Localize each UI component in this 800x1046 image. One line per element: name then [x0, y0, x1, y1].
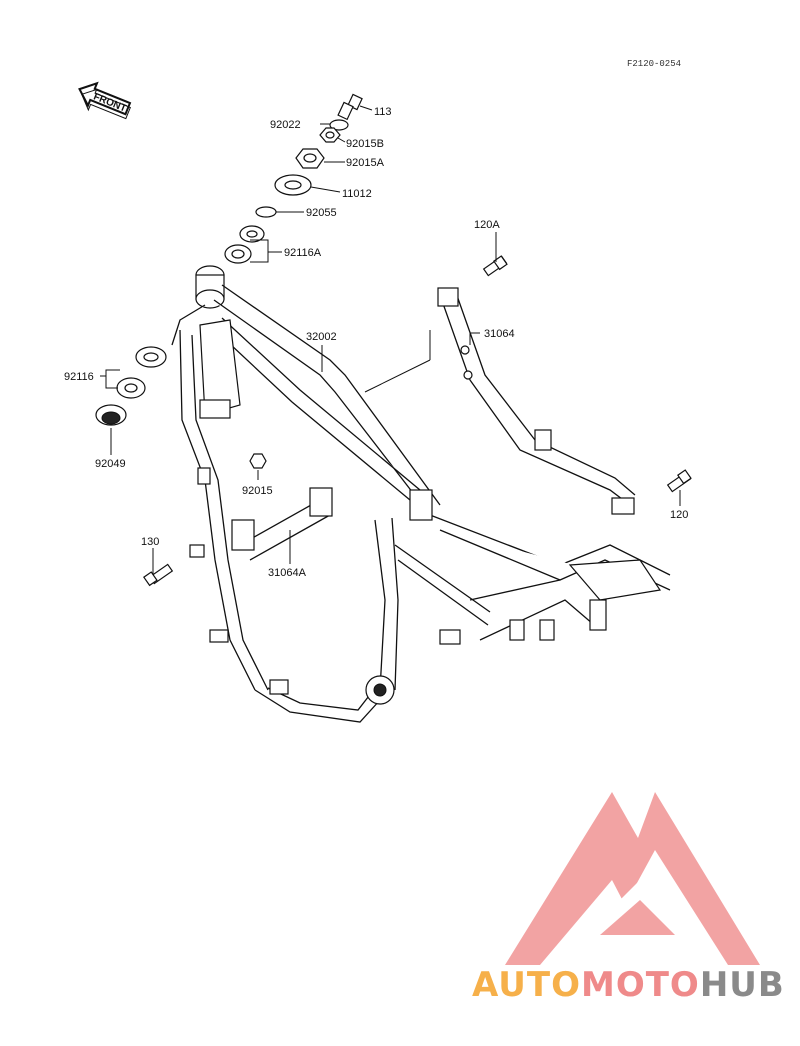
label-92015: 92015 — [242, 485, 273, 497]
bolt-130 — [143, 563, 174, 587]
label-130: 130 — [141, 536, 159, 548]
label-92055: 92055 — [306, 207, 337, 219]
nut-92015 — [249, 453, 267, 469]
frame-32002 — [171, 265, 671, 723]
nut-92015A — [295, 148, 325, 169]
leader-lines — [100, 105, 681, 575]
washer-11012 — [274, 174, 312, 196]
crossmember-31064A — [231, 487, 333, 561]
label-11012: 11012 — [342, 188, 372, 200]
label-113: 113 — [374, 106, 392, 118]
bolt-120A — [482, 255, 508, 277]
nut-92015B — [319, 127, 341, 143]
automotohub-logo-icon — [505, 792, 760, 965]
watermark-text: AUTOMOTOHUB — [472, 965, 785, 1005]
label-31064: 31064 — [484, 328, 515, 340]
washer-92022 — [329, 119, 349, 131]
bolt-113 — [337, 93, 363, 121]
seal-92049 — [95, 404, 127, 426]
bearing-92116 — [116, 346, 167, 399]
rail-31064 — [437, 287, 636, 515]
label-120A: 120A — [474, 219, 500, 231]
label-31064A: 31064A — [268, 567, 307, 579]
ring-92055 — [255, 206, 277, 218]
label-92116A: 92116A — [284, 247, 322, 259]
label-92015A: 92015A — [346, 157, 385, 169]
label-92116: 92116 — [64, 371, 94, 383]
front-arrow-icon: FRONT — [78, 81, 132, 120]
watermark-part-auto: AUTO — [472, 965, 581, 1005]
label-92049: 92049 — [95, 458, 126, 470]
diagram-ref-code: F2120-0254 — [627, 59, 681, 69]
watermark-part-hub: HUB — [700, 965, 785, 1005]
watermark-part-moto: MOTO — [581, 965, 700, 1005]
label-92022: 92022 — [270, 119, 301, 131]
label-120: 120 — [670, 509, 688, 521]
label-32002: 32002 — [306, 331, 337, 343]
bearing-92116A — [224, 225, 265, 264]
bolt-120 — [666, 469, 692, 493]
label-92015B: 92015B — [346, 138, 384, 150]
